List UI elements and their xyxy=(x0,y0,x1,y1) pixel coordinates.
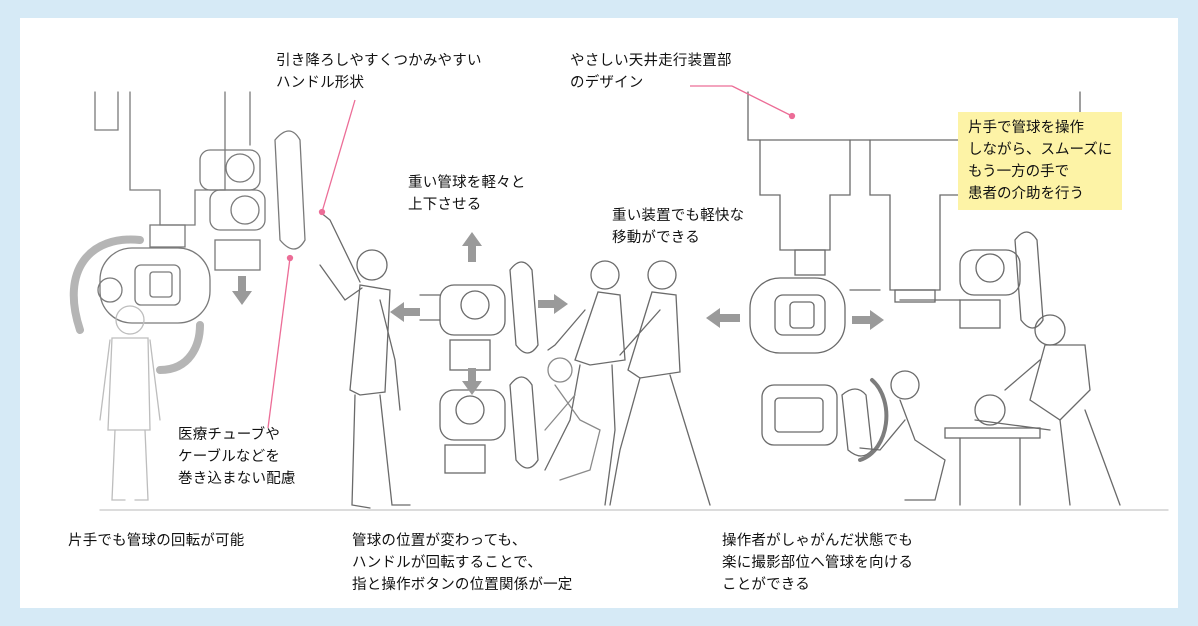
rotating-head-left xyxy=(97,247,211,324)
tube-unit-right xyxy=(899,231,1044,329)
caption-handle-rotate: 管球の位置が変わっても、 ハンドルが回転することで、 指と操作ボタンの位置関係が… xyxy=(352,533,573,593)
label-handle-shape: 引き降ろしやすくつかみやすい ハンドル形状 xyxy=(276,53,482,91)
label-light-move: 重い装置でも軽快な 移動ができる xyxy=(612,208,745,246)
rotation-arrow-left xyxy=(69,235,144,334)
caption-one-hand-rotate: 片手でも管球の回転が可能 xyxy=(68,533,245,549)
tube-unit-lower-right xyxy=(761,384,873,457)
label-ceiling-design: やさしい天井走行装置部 のデザイン xyxy=(570,53,732,91)
label-cable-care: 医療チューブや ケーブルなどを 巻き込まない配慮 xyxy=(178,427,296,487)
ceiling-unit-left xyxy=(94,91,306,271)
figure-left-light xyxy=(99,305,161,501)
patient-bed xyxy=(944,394,1051,506)
tube-unit-center-top xyxy=(419,261,539,371)
label-heavy-tube: 重い管球を軽々と 上下させる xyxy=(408,175,526,213)
figure-operator-1 xyxy=(319,211,411,509)
rotation-arrow-right xyxy=(858,378,889,462)
figure-operator-3 xyxy=(609,260,711,506)
leader-lines xyxy=(267,85,796,429)
figure-operator-2 xyxy=(544,260,626,506)
figure-operator-crouching xyxy=(859,370,946,501)
tube-unit-center-bottom xyxy=(439,376,539,474)
movement-arrows xyxy=(232,232,884,395)
figure-assistant xyxy=(1004,314,1121,506)
caption-crouch: 操作者がしゃがんだ状態でも 楽に撮影部位へ管球を向ける ことができる xyxy=(722,533,914,593)
tube-head-right xyxy=(749,277,881,354)
figure-operator-crouch-small xyxy=(544,357,601,481)
note-one-hand-assist: 片手で管球を操作 しながら、スムーズに もう一方の手で 患者の介助を行う xyxy=(958,112,1123,210)
